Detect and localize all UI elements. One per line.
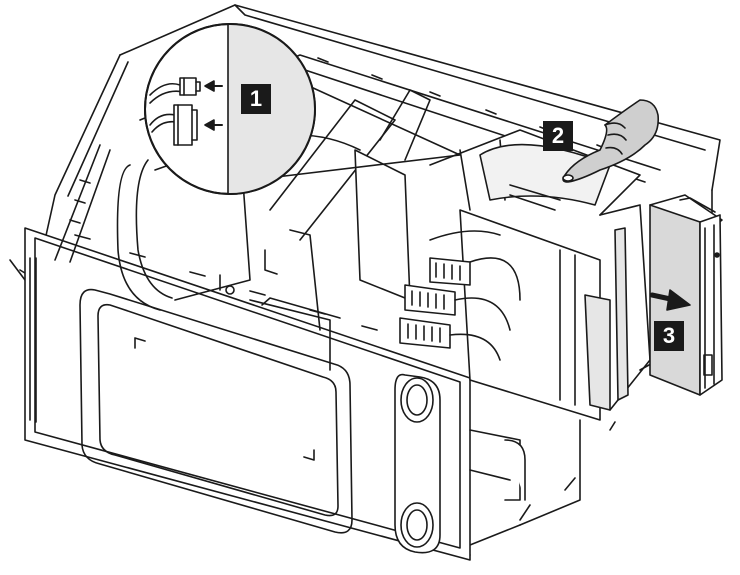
arrow-left-icon xyxy=(204,80,223,131)
chassis-interior xyxy=(54,89,431,371)
arrow-right-icon xyxy=(649,289,691,311)
step-badge-3: 3 xyxy=(654,321,684,351)
drive-cage xyxy=(399,129,651,526)
front-bezel xyxy=(24,227,471,561)
hand-pointer-icon xyxy=(562,99,660,183)
sata-connectors xyxy=(399,230,521,361)
step-badge-2: 2 xyxy=(543,121,573,151)
step-badge-1: 1 xyxy=(241,84,271,114)
